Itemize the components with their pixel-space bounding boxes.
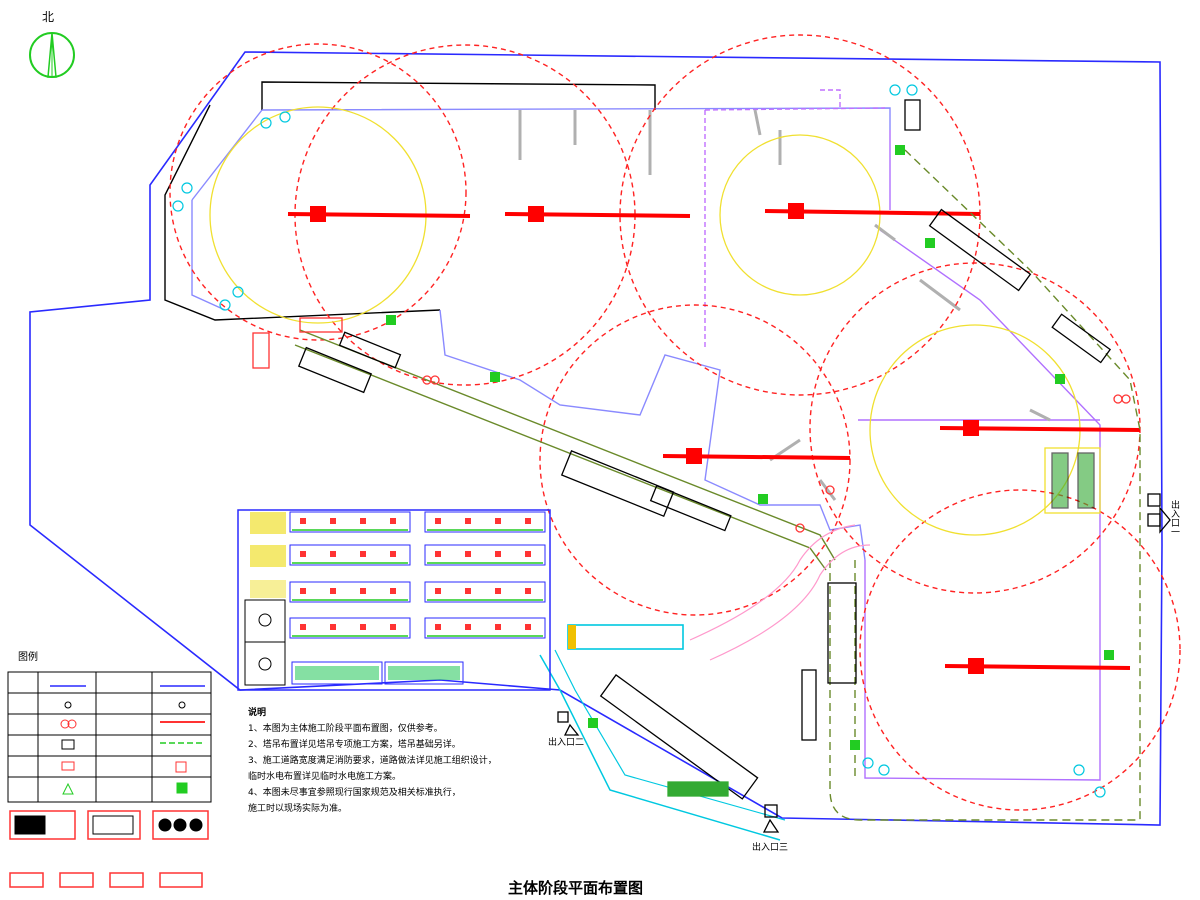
drawing-title: 主体阶段平面布置图 (508, 879, 644, 897)
cyan-storage-yard (567, 624, 684, 650)
note-line: 4、本图未尽事宜参照现行国家规范及相关标准执行， (248, 788, 461, 798)
gate-label: 出入口一 (1169, 500, 1179, 536)
notes-title: 说明 (248, 708, 267, 718)
processing-sheds (252, 99, 1112, 800)
fire-extinguisher-markers (386, 145, 1114, 750)
note-line: 1、本图为主体施工阶段平面布置图，仅供参考。 (248, 724, 443, 734)
living-compound (237, 509, 551, 691)
design-notes: 说明 1、本图为主体施工阶段平面布置图，仅供参考。 2、塔吊布置详见塔吊专项施工… (248, 705, 578, 817)
north-label: 北 (42, 10, 55, 24)
site-gate-icons (557, 493, 1171, 833)
note-line: 施工时以现场实际为准。 (248, 804, 348, 814)
gate-label: 出入口三 (752, 843, 789, 853)
gate-label: 出入口二 (548, 738, 585, 748)
tower-crane-arms (287, 203, 1141, 674)
site-boundary-line (29, 51, 1163, 826)
note-line: 2、塔吊布置详见塔吊专项施工方案，塔吊基础另详。 (248, 740, 461, 750)
tower-crane-radii (169, 34, 1181, 811)
auxiliary-lines (518, 109, 1051, 501)
legend-title: 图例 (18, 652, 38, 663)
ramp-road (689, 524, 871, 661)
fire-hydrant-markers (172, 84, 1106, 798)
legend-table (7, 671, 212, 888)
hoist-radii (209, 106, 1081, 536)
note-line: 临时水电布置详见临时水电施工方案。 (248, 772, 402, 782)
note-line: 3、施工道路宽度满足消防要求，道路做法详见施工组织设计， (248, 756, 497, 766)
toilet-markers (422, 375, 1131, 533)
north-arrow-icon (29, 32, 75, 78)
